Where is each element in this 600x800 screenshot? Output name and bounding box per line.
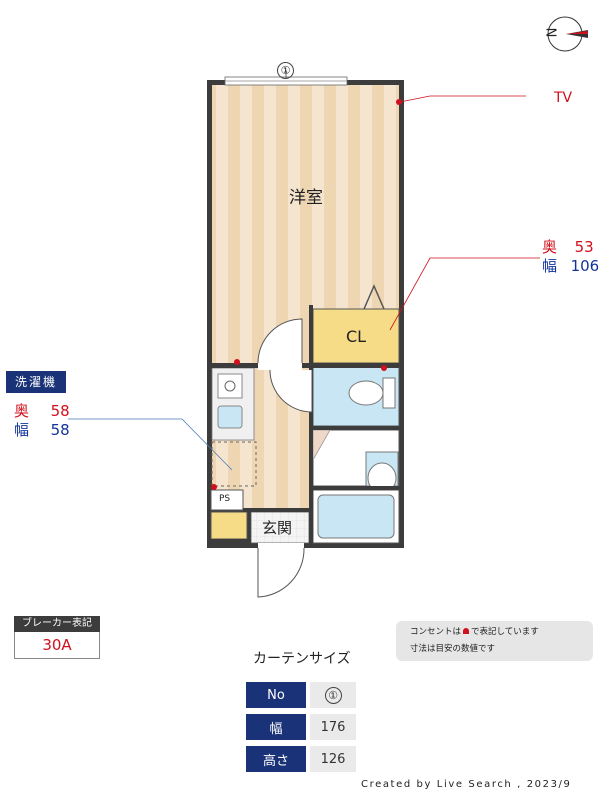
outlet-tv	[396, 99, 402, 105]
toilet-tank	[382, 377, 396, 409]
wash-wall	[309, 486, 399, 490]
entrance-floor	[250, 511, 310, 544]
dims-note: 寸法は目安の数値です	[410, 644, 496, 654]
front-door-swing	[257, 547, 305, 598]
partition-wall-vertical	[309, 305, 313, 543]
entrance-label: 玄関	[262, 519, 293, 537]
ps-box	[210, 489, 244, 511]
outlet-washer	[211, 484, 217, 490]
outlet-note: コンセントはで表記しています	[410, 627, 539, 637]
curtain-key-width: 幅	[246, 714, 306, 740]
outlet-room	[234, 359, 240, 365]
washer-depth-value: 58	[50, 402, 70, 420]
entrance-step	[243, 508, 309, 512]
washer-width-row: 幅 58	[14, 421, 70, 440]
closet-leader-line	[389, 257, 540, 331]
partition-wall-right	[302, 363, 399, 368]
front-door-gap	[258, 543, 304, 549]
toilet-bowl	[348, 380, 384, 406]
tv-label: TV	[554, 90, 573, 106]
curtain-key-no: No	[246, 682, 306, 708]
window-marker: ①	[277, 59, 294, 79]
washer-depth-label: 奥	[14, 402, 30, 420]
closet-area	[312, 308, 400, 364]
curtain-row: No ①	[246, 682, 356, 708]
curtain-value-height: 126	[310, 746, 356, 772]
washer-depth-row: 奥 58	[14, 402, 70, 421]
curtain-table: No ① 幅 176 高さ 126	[242, 676, 360, 778]
shoe-box	[210, 511, 248, 540]
closet-depth-value: 53	[574, 238, 594, 256]
curtain-value-no: ①	[310, 682, 356, 708]
closet-door-mark	[363, 284, 385, 310]
kitchen-sink	[217, 405, 243, 429]
washer-space	[211, 441, 257, 487]
window-number: ①	[277, 62, 294, 79]
stove	[217, 373, 243, 399]
compass-north-label: N	[545, 27, 561, 38]
closet-width-row: 幅 106	[542, 257, 599, 276]
ps-label: PS	[219, 494, 231, 504]
washer-width-value: 58	[50, 421, 70, 439]
toilet-door-swing	[269, 369, 313, 413]
credit-text: Created by Live Search , 2023/9	[361, 779, 572, 790]
curtain-value-width: 176	[310, 714, 356, 740]
outlet-toilet	[381, 365, 387, 371]
curtain-row: 高さ 126	[246, 746, 356, 772]
closet-depth-row: 奥 53	[542, 238, 599, 257]
closet-width-label: 幅	[542, 257, 558, 275]
outlet-symbol-icon	[463, 628, 470, 634]
notes-box: コンセントはで表記しています 寸法は目安の数値です	[396, 621, 593, 661]
bathtub	[317, 494, 395, 539]
front-wall	[207, 539, 251, 548]
closet-depth-label: 奥	[542, 238, 558, 256]
toilet-wall	[309, 426, 399, 430]
washer-dimensions: 奥 58 幅 58	[14, 402, 70, 440]
room-door-swing	[257, 318, 303, 364]
western-room-label: 洋室	[289, 188, 323, 208]
curtain-key-height: 高さ	[246, 746, 306, 772]
curtain-title: カーテンサイズ	[253, 651, 351, 667]
closet-width-value: 106	[570, 257, 600, 275]
washer-width-label: 幅	[14, 421, 30, 439]
washer-leader-line	[68, 418, 233, 471]
breaker-value: 30A	[14, 632, 100, 659]
partition-wall-left	[212, 363, 258, 368]
tv-leader-line	[399, 95, 526, 103]
room-door-gap	[258, 361, 302, 370]
burner	[224, 380, 236, 392]
washer-badge: 洗濯機	[6, 371, 66, 393]
curtain-row: 幅 176	[246, 714, 356, 740]
closet-label: CL	[346, 327, 367, 346]
breaker-title: ブレーカー表記	[14, 616, 100, 632]
closet-dimensions: 奥 53 幅 106	[542, 238, 599, 276]
breaker-panel: ブレーカー表記 30A	[14, 616, 100, 659]
